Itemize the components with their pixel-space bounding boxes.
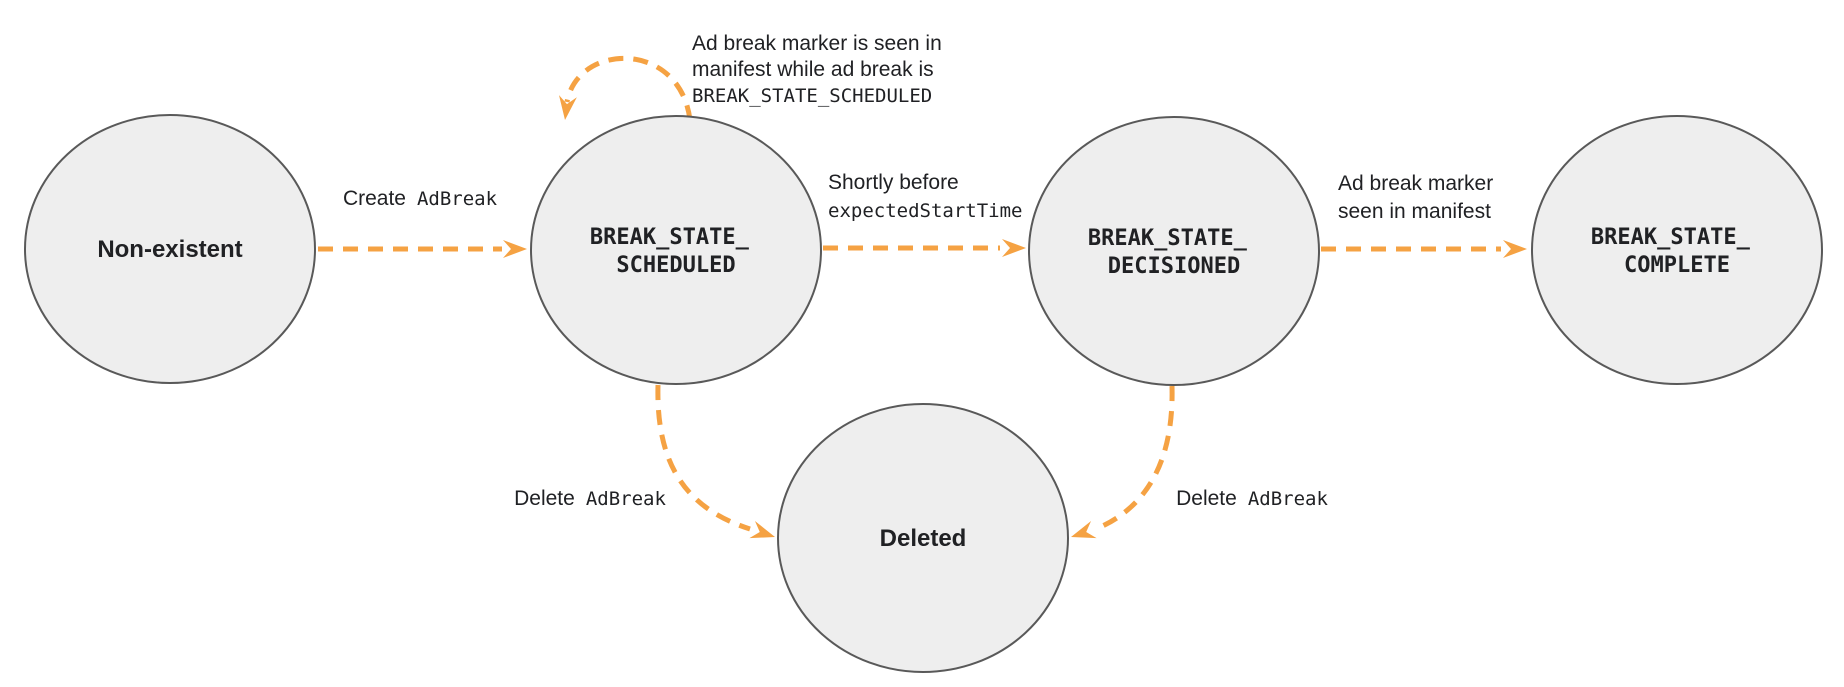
transition-delete-from-decisioned-arrow (1071, 385, 1175, 539)
state-decisioned-label: BREAK_STATE_ DECISIONED (1088, 226, 1260, 279)
state-deleted: Deleted (777, 403, 1069, 673)
transition-to-complete-arrow (1321, 240, 1527, 258)
state-non-existent-circle (24, 114, 316, 384)
state-break-state-scheduled: BREAK_STATE_ SCHEDULED (530, 115, 822, 385)
state-complete-circle (1531, 115, 1823, 385)
to-decisioned-arrowhead-icon (1002, 239, 1026, 257)
state-deleted-label: Deleted (880, 525, 967, 552)
state-decisioned-circle (1028, 116, 1320, 386)
label-shortly-before: Shortly before expectedStartTime (828, 171, 1022, 222)
transition-self-loop-arrow (558, 56, 693, 121)
transition-create-arrow (318, 240, 527, 258)
state-non-existent-label: Non-existent (97, 236, 242, 263)
delete-decisioned-arrowhead-icon (1071, 521, 1097, 539)
delete-scheduled-arc (655, 384, 751, 532)
to-complete-arrowhead-icon (1503, 240, 1527, 258)
state-complete-label: BREAK_STATE_ COMPLETE (1591, 225, 1763, 278)
state-break-state-decisioned: BREAK_STATE_ DECISIONED (1028, 116, 1320, 386)
state-deleted-circle (777, 403, 1069, 673)
self-loop-arrowhead-icon (558, 95, 577, 120)
delete-decisioned-arc (1095, 385, 1175, 532)
state-scheduled-circle (530, 115, 822, 385)
delete-scheduled-arrowhead-icon (749, 521, 775, 539)
state-break-state-complete: BREAK_STATE_ COMPLETE (1531, 115, 1823, 385)
label-self-loop-annotation: Ad break marker is seen in manifest whil… (692, 32, 946, 107)
label-marker-seen-in-manifest: Ad break marker seen in manifest (1338, 172, 1497, 223)
create-arrowhead-icon (503, 240, 527, 258)
label-delete-adbreak-left: Delete AdBreak (514, 487, 666, 510)
state-non-existent: Non-existent (24, 114, 316, 384)
label-delete-adbreak-right: Delete AdBreak (1176, 487, 1328, 510)
transition-to-decisioned-arrow (823, 239, 1026, 257)
self-loop-arc (564, 56, 693, 121)
label-create-adbreak: Create AdBreak (343, 187, 498, 210)
state-scheduled-label: BREAK_STATE_ SCHEDULED (590, 225, 762, 278)
transition-delete-from-scheduled-arrow (655, 384, 775, 539)
